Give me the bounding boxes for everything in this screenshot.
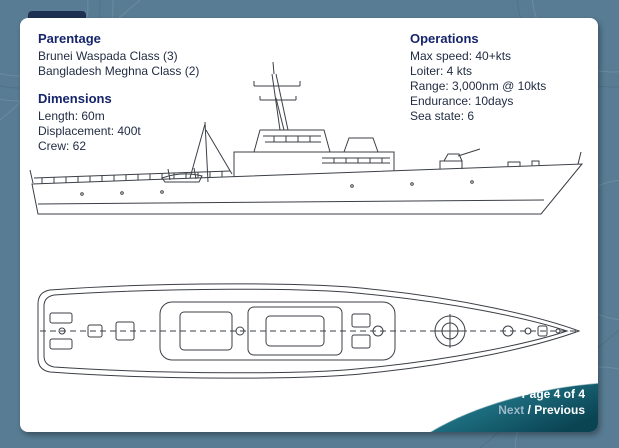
dimensions-line: Length: 60m bbox=[38, 109, 105, 123]
dimensions-line: Displacement: 400t bbox=[38, 124, 141, 138]
operations-heading: Operations bbox=[410, 31, 479, 46]
left-spec-column: Parentage Brunei Waspada Class (3) Bangl… bbox=[38, 31, 338, 166]
nav-separator: / bbox=[524, 403, 535, 417]
pager-swoosh-background bbox=[430, 382, 598, 432]
dimensions-line: Crew: 62 bbox=[38, 139, 87, 153]
operations-line: Loiter: 4 kts bbox=[410, 64, 473, 78]
parentage-section: Parentage Brunei Waspada Class (3) Bangl… bbox=[38, 31, 338, 79]
operations-section: Operations Max speed: 40+kts Loiter: 4 k… bbox=[410, 31, 590, 124]
dimensions-section: Dimensions Length: 60m Displacement: 400… bbox=[38, 91, 338, 154]
next-link[interactable]: Next bbox=[498, 403, 525, 417]
content-panel: Parentage Brunei Waspada Class (3) Bangl… bbox=[20, 18, 598, 432]
parentage-line: Bangladesh Meghna Class (2) bbox=[38, 64, 200, 78]
ship-side-profile-diagram bbox=[29, 61, 584, 215]
pager-nav: Next / Previous bbox=[498, 403, 585, 417]
operations-line: Range: 3,000nm @ 10kts bbox=[410, 79, 547, 93]
operations-line: Max speed: 40+kts bbox=[410, 49, 512, 63]
parentage-line: Brunei Waspada Class (3) bbox=[38, 49, 178, 63]
pager: Page 4 of 4 Next / Previous bbox=[430, 380, 598, 432]
page-indicator: Page 4 of 4 bbox=[521, 387, 585, 401]
ship-plan-view-diagram bbox=[37, 283, 581, 379]
operations-line: Endurance: 10days bbox=[410, 94, 514, 108]
previous-link[interactable]: Previous bbox=[534, 403, 585, 417]
operations-line: Sea state: 6 bbox=[410, 109, 475, 123]
dimensions-heading: Dimensions bbox=[38, 91, 112, 106]
parentage-heading: Parentage bbox=[38, 31, 101, 46]
